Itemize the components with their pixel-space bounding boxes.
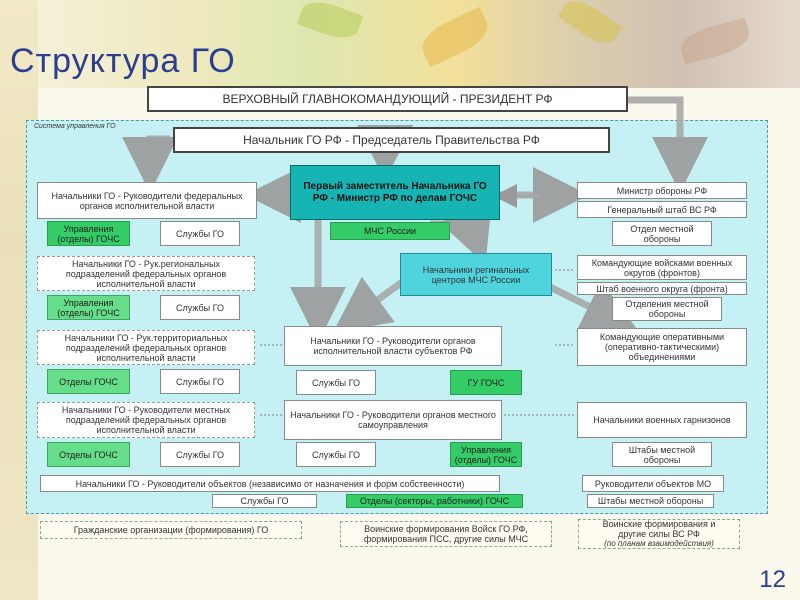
civil-organizations-box: Гражданские организации (формирования) Г… (40, 521, 302, 539)
civil-defense-head-box: Начальник ГО РФ - Председатель Правитель… (173, 127, 610, 153)
regional-centers-box: Начальники регинальных центров МЧС Росси… (400, 253, 552, 296)
defense-minister-box: Министр обороны РФ (577, 182, 747, 199)
local-defense-department: Отдел местной обороны (612, 221, 712, 246)
armed-forces-text: Воинские формирования и другие силы ВС Р… (602, 519, 716, 539)
first-deputy-box: Первый заместитель Начальника ГО РФ - Ми… (290, 165, 500, 220)
regional-services: Службы ГО (160, 295, 240, 320)
mchs-box: МЧС России (330, 222, 450, 240)
territorial-gochs-departments: Отделы ГОЧС (47, 369, 130, 394)
operational-commanders-box: Командующие оперативными (оперативно-так… (577, 328, 747, 366)
local-defense-units: Отделения местной обороны (612, 297, 722, 321)
mchs-military-formations-box: Воинские формирования Войск ГО РФ, форми… (340, 521, 552, 547)
mo-object-heads-box: Руководители объектов МО (582, 475, 724, 492)
local-services: Службы ГО (160, 442, 240, 467)
regional-gochs-departments: Управления (отделы) ГОЧС (47, 295, 130, 320)
local-government-gochs: Управления (отделы) ГОЧС (450, 442, 522, 467)
local-gochs-departments: Отделы ГОЧС (47, 442, 130, 467)
federal-services: Службы ГО (160, 221, 240, 246)
territorial-units-heads-box: Начальники ГО - Рук.территориальных подр… (37, 330, 255, 365)
subject-gu-gochs: ГУ ГОЧС (450, 370, 522, 395)
object-services: Службы ГО (212, 494, 317, 508)
armed-forces-formations-box: Воинские формирования и другие силы ВС Р… (578, 519, 740, 549)
military-district-hq-box: Штаб военного округа (фронта) (577, 282, 747, 295)
local-government-services: Службы ГО (296, 442, 376, 467)
panel-label: Система управления ГО (34, 123, 116, 130)
regional-units-heads-box: Начальники ГО - Рук.региональных подразд… (37, 256, 255, 291)
object-gochs-units: Отделы (секторы, работники) ГОЧС (346, 494, 523, 508)
subject-services: Службы ГО (296, 370, 376, 395)
territorial-services: Службы ГО (160, 369, 240, 394)
federal-exec-heads-box: Начальники ГО - Руководители федеральных… (37, 182, 257, 219)
federal-gochs-departments: Управления (отделы) ГОЧС (47, 221, 130, 246)
subject-exec-heads-box: Начальники ГО - Руководители органов исп… (284, 326, 502, 366)
local-units-heads-box: Начальники ГО - Руководители местных под… (37, 402, 255, 438)
armed-forces-note: (по планам взаимодействия) (604, 539, 714, 548)
slide-title: Структура ГО (10, 42, 236, 80)
garrison-heads-box: Начальники военных гарнизонов (577, 402, 747, 438)
supreme-commander-box: ВЕРХОВНЫЙ ГЛАВНОКОМАНДУЮЩИЙ - ПРЕЗИДЕНТ … (147, 86, 628, 112)
mo-local-defense-hq: Штабы местной обороны (587, 494, 714, 508)
top-decor-banner (38, 0, 800, 88)
object-heads-box: Начальники ГО - Руководители объектов (н… (40, 475, 500, 492)
military-district-commanders-box: Командующие войсками военных округов (фр… (577, 255, 747, 280)
general-staff-box: Генеральный штаб ВС РФ (577, 201, 747, 218)
local-government-heads-box: Начальники ГО - Руководители органов мес… (284, 400, 502, 440)
page-number: 12 (759, 566, 786, 593)
local-defense-hq: Штабы местной обороны (612, 442, 712, 467)
